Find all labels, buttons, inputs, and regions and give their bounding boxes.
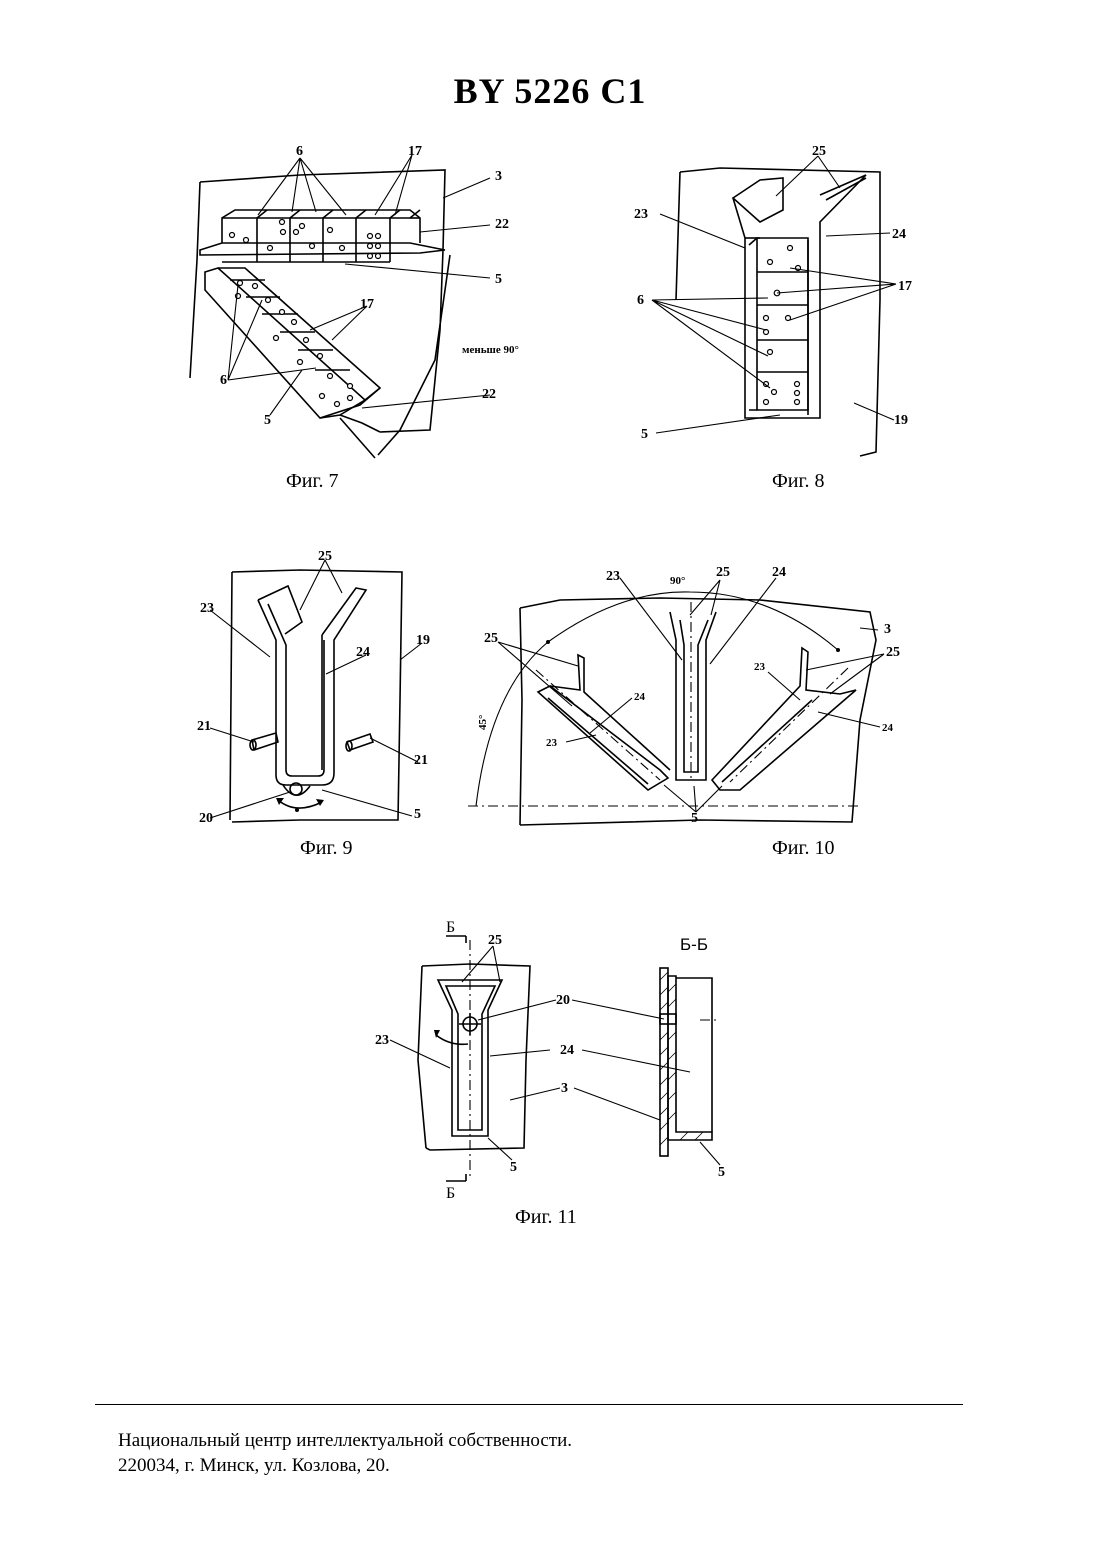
figure-7-drawing: 6 17 3 22 5 17 6 5 меньше 90° 22 xyxy=(180,140,560,470)
fig7-label-angle: меньше 90° xyxy=(462,344,519,356)
fig9-label-21a: 21 xyxy=(197,719,211,734)
fig10-label-25a: 25 xyxy=(716,565,730,580)
fig10-label-25c: 25 xyxy=(886,645,900,660)
fig8-label-6: 6 xyxy=(637,293,644,308)
fig10-label-23a: 23 xyxy=(606,569,620,584)
fig9-label-20: 20 xyxy=(199,811,213,826)
fig11-section-mark-bottom: Б xyxy=(446,1185,455,1202)
figure-9-drawing: 25 23 19 24 21 21 20 5 xyxy=(190,545,450,835)
fig10-label-5: 5 xyxy=(691,811,698,826)
fig7-label-3: 3 xyxy=(495,169,502,184)
fig9-label-19: 19 xyxy=(416,633,430,648)
figure-9-caption: Фиг. 9 xyxy=(300,837,352,860)
fig10-label-45: 45° xyxy=(477,715,489,730)
fig11-label-23: 23 xyxy=(375,1033,389,1048)
figure-10-drawing: 23 90° 25 24 3 25 25 24 23 23 24 45° 5 xyxy=(460,560,910,830)
fig11-section-mark-top: Б xyxy=(446,919,455,936)
fig11-label-5b: 5 xyxy=(718,1165,725,1180)
fig9-label-21b: 21 xyxy=(414,753,428,768)
fig10-label-24b: 24 xyxy=(634,691,646,703)
fig8-label-24: 24 xyxy=(892,227,906,242)
figure-10-caption: Фиг. 10 xyxy=(772,837,834,860)
fig10-label-23c: 23 xyxy=(546,737,558,749)
footer-address: 220034, г. Минск, ул. Козлова, 20. xyxy=(118,1455,390,1477)
fig7-label-22a: 22 xyxy=(495,217,509,232)
fig11-label-3: 3 xyxy=(561,1081,568,1096)
fig11-label-5a: 5 xyxy=(510,1160,517,1175)
fig8-label-25: 25 xyxy=(812,144,826,159)
fig7-label-5a: 5 xyxy=(495,272,502,287)
fig10-label-25b: 25 xyxy=(484,631,498,646)
fig11-label-24: 24 xyxy=(560,1043,574,1058)
fig7-label-5b: 5 xyxy=(264,413,271,428)
fig10-label-24a: 24 xyxy=(772,565,786,580)
footer-organization: Национальный центр интеллектуальной собс… xyxy=(118,1430,572,1452)
fig7-label-17a: 17 xyxy=(408,144,422,159)
fig7-label-6: 6 xyxy=(296,144,303,159)
figure-8-caption: Фиг. 8 xyxy=(772,470,824,493)
fig8-label-5: 5 xyxy=(641,427,648,442)
fig7-label-6b: 6 xyxy=(220,373,227,388)
fig9-label-5: 5 xyxy=(414,807,421,822)
fig7-label-22b: 22 xyxy=(482,387,496,402)
fig8-label-19: 19 xyxy=(894,413,908,428)
fig10-label-23b: 23 xyxy=(754,661,766,673)
fig11-section-title: Б-Б xyxy=(680,935,708,954)
fig7-label-17b: 17 xyxy=(360,297,374,312)
fig11-label-25: 25 xyxy=(488,933,502,948)
fig10-label-90: 90° xyxy=(670,575,685,587)
figure-7-caption: Фиг. 7 xyxy=(286,470,338,493)
document-number: BY 5226 C1 xyxy=(0,70,1100,112)
fig9-label-23: 23 xyxy=(200,601,214,616)
figure-11-caption: Фиг. 11 xyxy=(515,1206,577,1229)
fig8-label-23: 23 xyxy=(634,207,648,222)
fig10-label-3: 3 xyxy=(884,622,891,637)
fig9-label-25: 25 xyxy=(318,549,332,564)
fig9-label-24: 24 xyxy=(356,645,370,660)
fig8-label-17: 17 xyxy=(898,279,912,294)
figure-11-drawing: Б 25 Б-Б 20 23 24 3 5 5 Б xyxy=(370,915,740,1200)
figure-8-drawing: 25 23 24 17 6 5 19 xyxy=(620,140,930,460)
fig10-label-24c: 24 xyxy=(882,722,894,734)
fig11-label-20: 20 xyxy=(556,993,570,1008)
footer-divider xyxy=(95,1404,963,1405)
